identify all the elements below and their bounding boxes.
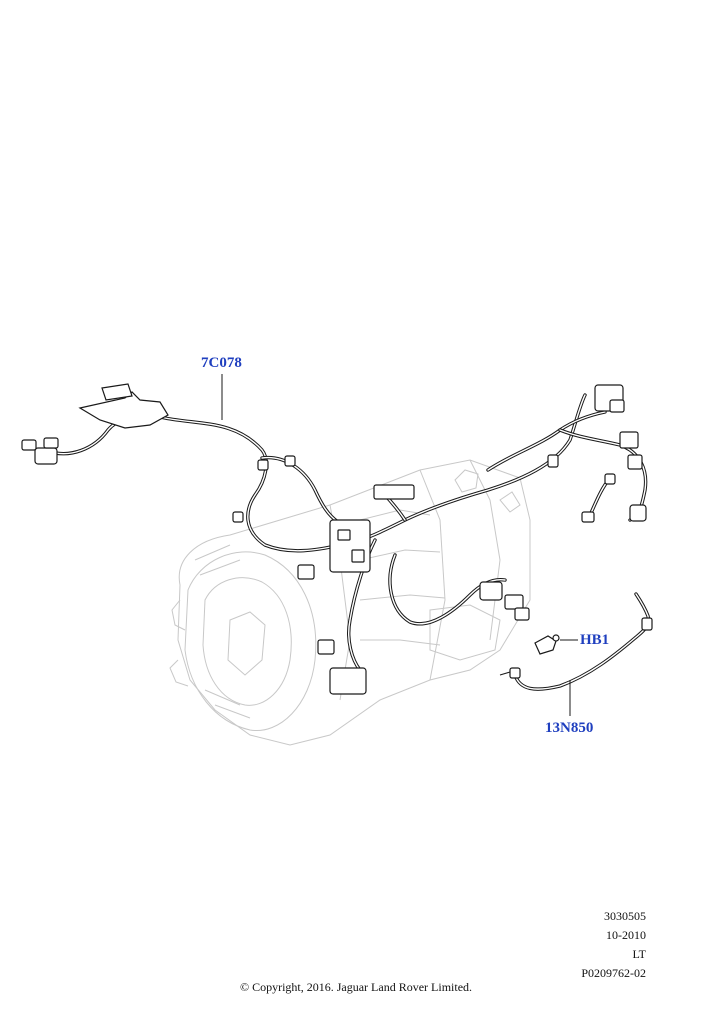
diagram-code: 3030505: [604, 909, 646, 923]
callout-hb1[interactable]: HB1: [580, 632, 610, 648]
callout-7c078[interactable]: 7C078: [201, 355, 242, 371]
callout-13n850[interactable]: 13N850: [545, 720, 594, 736]
diagram-ref: P0209762-02: [581, 966, 646, 980]
transmission-housing: [169, 459, 531, 746]
harness-connectors: [21, 383, 647, 695]
diagram-date: 10-2010: [606, 928, 646, 942]
diagram-info: 3030505 10-2010 LT P0209762-02: [581, 907, 646, 983]
copyright-notice: © Copyright, 2016. Jaguar Land Rover Lim…: [239, 980, 473, 994]
diagram-model: LT: [632, 947, 646, 961]
cable-13n850: [499, 592, 653, 716]
sensor-hb1: [534, 634, 578, 655]
